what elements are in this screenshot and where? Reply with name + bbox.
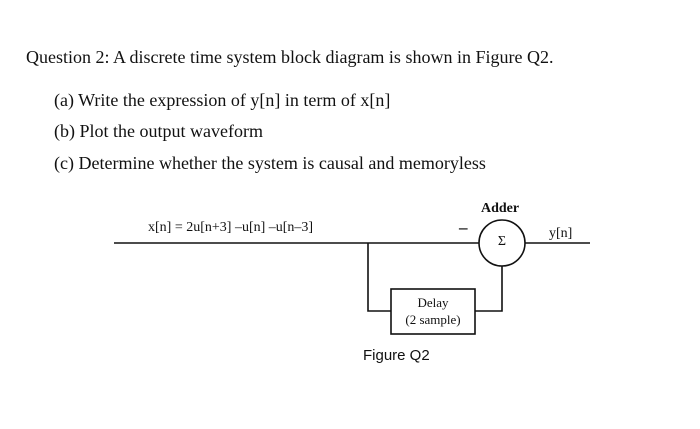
sigma-icon: Σ: [497, 234, 507, 249]
question-part-c: (c) Determine whether the system is caus…: [54, 153, 486, 173]
figure-caption: Figure Q2: [363, 347, 430, 364]
question-part-b: (b) Plot the output waveform: [54, 121, 263, 141]
delay-block: [390, 288, 476, 335]
delay-to-adder-line: [475, 265, 503, 312]
question-title: Question 2: A discrete time system block…: [26, 47, 554, 67]
output-signal-label: y[n]: [549, 226, 573, 241]
input-signal-label: x[n] = 2u[n+3] –u[n] –u[n–3]: [148, 220, 314, 235]
question-part-a: (a) Write the expression of y[n] in term…: [54, 90, 391, 110]
adder-circle: [478, 219, 526, 267]
adder-label: Adder: [481, 201, 520, 216]
delay-block-sublabel: (2 sample): [405, 312, 461, 327]
feedforward-branch-line: [367, 243, 391, 312]
adder-minus-sign: –: [459, 218, 468, 237]
delay-block-label: Delay: [417, 295, 449, 310]
